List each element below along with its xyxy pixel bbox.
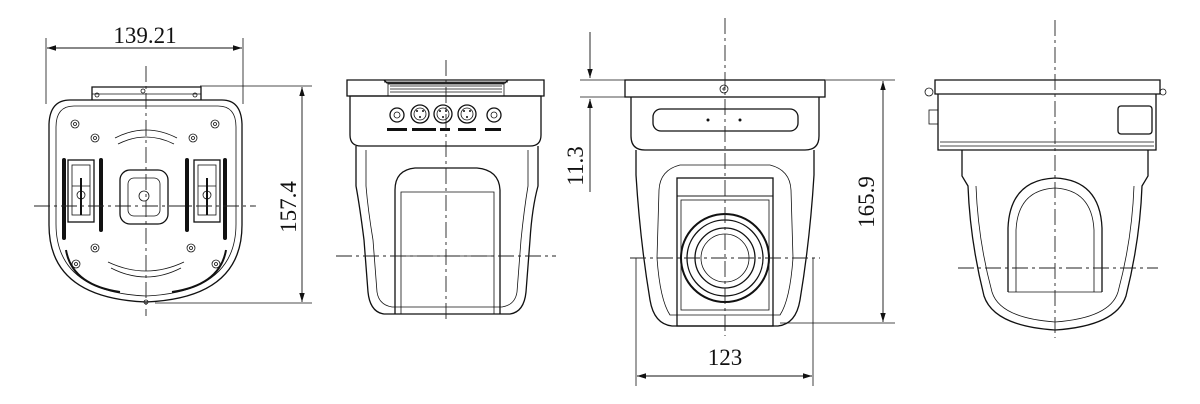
bottom-width-label: 139.21	[113, 23, 176, 48]
flange-offset-label: 11.3	[563, 146, 588, 185]
front-width-label: 123	[708, 345, 743, 370]
front-view: 11.3 165.9 123	[563, 18, 895, 386]
bottom-view: 139.21 157.4	[34, 23, 312, 316]
bottom-height-label: 157.4	[276, 181, 301, 233]
connector-panel	[387, 104, 502, 131]
side-view	[924, 20, 1167, 338]
rear-view	[336, 60, 556, 322]
front-height-label: 165.9	[854, 176, 879, 228]
